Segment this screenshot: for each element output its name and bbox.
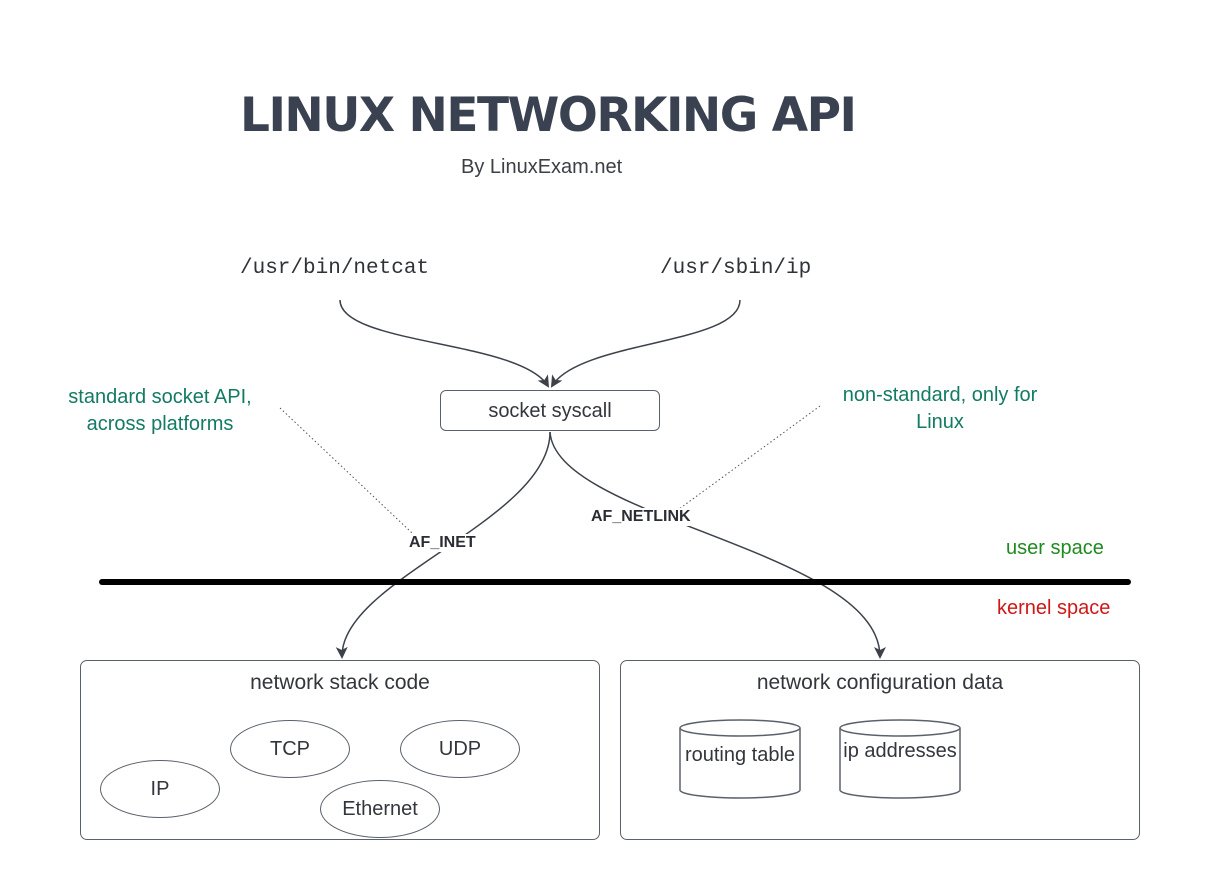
nonstandard-api-note: non-standard, only for Linux [842,384,1038,433]
netcat-path: /usr/bin/netcat [240,257,430,280]
page-title: LINUX NETWORKING API [240,88,857,143]
routing-table-cylinder [679,719,801,799]
af-netlink-arrow [549,431,886,659]
socket-syscall-box: socket syscall [440,390,660,431]
socket-syscall-label: socket syscall [488,400,612,422]
protocol-ip-ellipse: IP [100,760,220,818]
network-stack-label: network stack code [250,671,430,694]
protocol-tcp-ellipse: TCP [230,720,350,778]
kernel-space-label: kernel space [997,597,1111,619]
nonstandard-note-leader [674,405,821,513]
user-space-label: user space [1006,537,1104,559]
protocol-udp-ellipse: UDP [400,720,520,778]
standard-note-leader [279,407,413,534]
netcat-to-syscall-arrow [339,299,550,388]
ip-addresses-label: ip addresses [843,740,957,762]
ip-addresses-cylinder [839,719,961,799]
routing-table-label: routing table [684,744,796,766]
network-config-box: network configuration data [620,660,1140,840]
af-inet-label: AF_INET [408,534,477,552]
standard-api-note: standard socket API, across platforms [68,386,252,435]
ip-path: /usr/sbin/ip [660,257,812,280]
ip-to-syscall-arrow [550,299,741,388]
page-subtitle: By LinuxExam.net [461,156,623,178]
af-netlink-label: AF_NETLINK [590,508,692,526]
protocol-ethernet-ellipse: Ethernet [320,780,440,838]
network-config-label: network configuration data [756,671,1004,694]
